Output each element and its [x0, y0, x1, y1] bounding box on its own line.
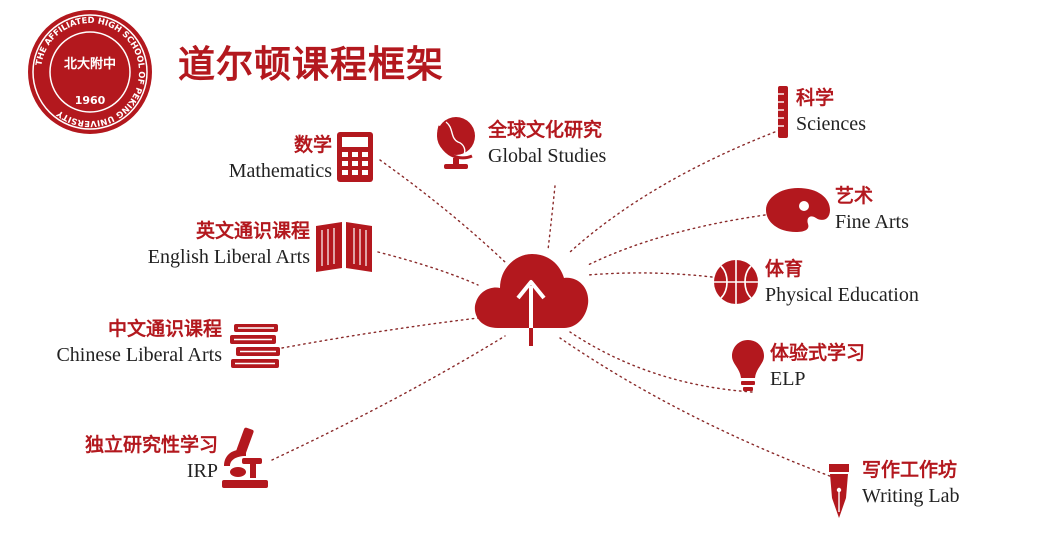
- node-global-en: Global Studies: [488, 145, 607, 167]
- node-mathematics: 数学 Mathematics: [228, 134, 332, 182]
- connector-pe: [587, 272, 713, 278]
- connector-math: [379, 159, 506, 263]
- seal-center-glyphs: 北大附中: [64, 56, 116, 72]
- node-mathematics-zh: 数学: [293, 134, 332, 156]
- book-stack-icon: [228, 322, 282, 375]
- connector-sciences: [569, 129, 781, 253]
- palette-icon: [764, 184, 832, 239]
- node-mathematics-en: Mathematics: [228, 160, 332, 182]
- node-pe-en: Physical Education: [765, 284, 919, 306]
- node-physical-education: 体育 Physical Education: [765, 258, 919, 306]
- node-elp: 体验式学习 ELP: [770, 342, 866, 390]
- node-sciences-zh: 科学: [796, 87, 835, 109]
- node-sciences: 科学 Sciences: [796, 87, 866, 135]
- calculator-icon: [336, 131, 374, 188]
- node-irp-zh: 独立研究性学习: [84, 434, 218, 456]
- basketball-icon: [712, 258, 760, 311]
- node-elp-en: ELP: [770, 368, 806, 390]
- connector-arts: [587, 214, 766, 266]
- connector-english: [377, 251, 479, 286]
- connector-chinese: [281, 317, 479, 349]
- node-english-zh: 英文通识课程: [195, 220, 310, 242]
- connector-irp: [271, 335, 506, 461]
- node-fine-arts-en: Fine Arts: [835, 211, 909, 233]
- node-chinese-zh: 中文通识课程: [107, 318, 222, 340]
- school-seal-logo: THE AFFILIATED HIGH SCHOOL OF PEKING UNI…: [26, 8, 154, 141]
- connector-global: [547, 185, 556, 251]
- node-global-studies: 全球文化研究 Global Studies: [488, 119, 607, 167]
- node-english-en: English Liberal Arts: [147, 246, 310, 268]
- node-sciences-en: Sciences: [796, 113, 866, 135]
- node-pe-zh: 体育: [765, 258, 804, 280]
- connector-writing: [559, 337, 836, 479]
- node-elp-zh: 体验式学习: [770, 342, 866, 364]
- node-irp-en: IRP: [186, 460, 218, 482]
- node-english-liberal-arts: 英文通识课程 English Liberal Arts: [147, 220, 310, 268]
- microscope-icon: [220, 426, 270, 495]
- node-chinese-en: Chinese Liberal Arts: [56, 344, 222, 366]
- node-writing-zh: 写作工作坊: [862, 459, 958, 481]
- thermometer-icon: [774, 84, 792, 145]
- node-fine-arts-zh: 艺术: [835, 185, 874, 207]
- globe-icon: [432, 112, 482, 175]
- node-irp: 独立研究性学习 IRP: [84, 434, 218, 482]
- node-writing-lab: 写作工作坊 Writing Lab: [862, 459, 960, 507]
- fountain-pen-icon: [826, 462, 852, 525]
- node-fine-arts: 艺术 Fine Arts: [835, 185, 909, 233]
- cloud-upload-icon: [470, 242, 592, 353]
- connector-elp: [569, 331, 753, 393]
- lightbulb-icon: [730, 338, 766, 399]
- page-title: 道尔顿课程框架: [178, 43, 444, 86]
- open-book-icon: [314, 218, 374, 279]
- node-writing-en: Writing Lab: [862, 485, 960, 507]
- seal-year: 1960: [75, 94, 106, 107]
- node-global-zh: 全球文化研究: [488, 119, 603, 141]
- node-chinese-liberal-arts: 中文通识课程 Chinese Liberal Arts: [56, 318, 222, 366]
